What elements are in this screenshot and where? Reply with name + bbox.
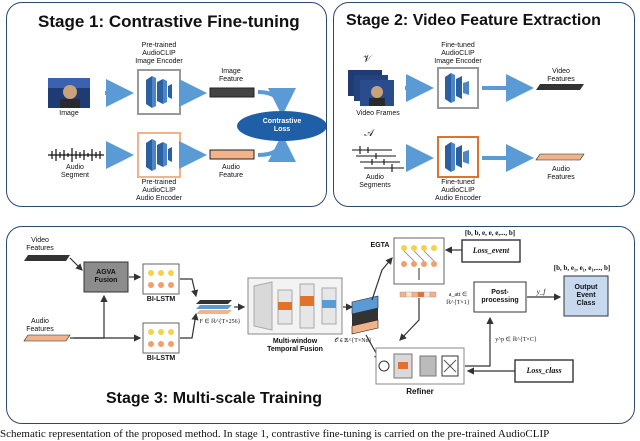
contrastive-loss-ellipse (237, 111, 327, 141)
yf-label: y_f (536, 288, 546, 296)
s3-video-features-label: Video Features (26, 237, 54, 252)
agva-fusion-label: AGVA Fusion (94, 269, 118, 284)
arrow-refiner-to-post (465, 316, 494, 367)
event-sequence-label: [b, b, e, e, e,..., b] (464, 229, 516, 237)
arrow-video-to-agva (69, 257, 83, 271)
bilstm-top-icon (142, 263, 180, 295)
post-processing-box (473, 281, 527, 313)
stage1-audio-segment-label: Audio Segment (60, 164, 90, 179)
stage2-audio-encoder-icon (437, 136, 479, 178)
s3-video-feature-bar (24, 255, 70, 261)
video-features-bar (536, 84, 584, 90)
stage1-audio-waveform (48, 148, 104, 162)
stage1-audio-feature-label: Audio Feature (218, 164, 244, 179)
stage1-image-thumbnail (48, 78, 90, 108)
stage1-image-encoder-label: Pre-trained AudioCLIP Image Encoder (135, 42, 183, 65)
bilstm-bottom-label: BI-LSTM (146, 355, 176, 362)
multi-window-temporal-fusion-box (247, 277, 343, 335)
attention-vector (399, 291, 437, 298)
stage1-panel (6, 2, 327, 207)
stage2-video-frames (348, 70, 394, 106)
refiner-label: Refiner (406, 387, 434, 396)
post-processing-label: Post- processing (481, 289, 519, 304)
loss-class-label: Loss_class (526, 366, 562, 375)
agva-fusion-box (83, 261, 129, 293)
stage2-panel (333, 2, 635, 207)
audio-features-bar (535, 153, 585, 161)
stage1-image-encoder-icon (137, 69, 181, 115)
stage2-audio-segments (352, 146, 404, 172)
arrow-att-to-refiner (399, 298, 420, 341)
stage1-audio-encoder-icon (137, 132, 181, 178)
arrow-o-to-egta (371, 257, 393, 301)
arrow-bilstm-bottom-to-f (180, 312, 199, 339)
stage2-video-frames-label: Video Frames (356, 110, 400, 117)
egta-module-box (393, 237, 445, 285)
loss-class-box (514, 359, 574, 383)
figure-caption: Schematic representation of the proposed… (0, 428, 550, 440)
bilstm-bottom-icon (142, 322, 180, 354)
arrow-bilstm-top-to-f (180, 278, 199, 298)
stage2-image-encoder-label: Fine-tuned AudioCLIP Image Encoder (434, 42, 482, 65)
arrow-image-feature-to-loss (257, 87, 296, 116)
stage1-image-label: Image (59, 110, 79, 117)
s3-audio-feature-bar (23, 334, 71, 342)
stage2-audio-segments-label: Audio Segments (359, 174, 391, 189)
s3-audio-features-label: Audio Features (26, 318, 54, 333)
bilstm-top-label: BI-LSTM (146, 296, 176, 303)
image-feature-bar (209, 87, 255, 98)
audio-feature-bar (209, 149, 255, 160)
loss-event-box (461, 239, 521, 263)
stage2-title: Stage 2: Video Feature Extraction (346, 12, 601, 29)
output-sequence-label: [b, b, e₁, e₁, e₁,..., b] (553, 264, 611, 272)
o-dim-label: 𝒪 ∈ ℝ^{T×Nd} (334, 338, 372, 344)
f-feature-stack (196, 300, 232, 314)
stage2-video-features-label: Video Features (547, 68, 575, 83)
loss-event-label: Loss_event (472, 246, 510, 255)
egta-label: EGTA (370, 242, 390, 249)
stage2-audio-encoder-label: Fine-tuned AudioCLIP Audio Encoder (435, 179, 481, 202)
stage2-v-symbol: 𝒱 (362, 54, 372, 65)
yp-dim-label: y^p ∈ ℝ^{T×C} (495, 337, 537, 343)
stage1-title: Stage 1: Contrastive Fine-tuning (38, 12, 300, 31)
output-event-class-box (563, 275, 609, 317)
stage3-panel (6, 226, 635, 424)
stage3-title: Stage 3: Multi-scale Training (106, 390, 323, 407)
stage2-a-symbol: 𝒜 (364, 128, 374, 139)
stage2-audio-features-label: Audio Features (547, 166, 575, 181)
stage1-contrastive-loss-label: Contrastive Loss (262, 118, 302, 133)
f-dim-label: F ∈ ℝ^{T×256} (199, 319, 241, 325)
output-event-class-label: Output Event Class (574, 284, 598, 307)
stage2-image-encoder-icon (437, 67, 479, 109)
o-feature-stack (351, 295, 379, 335)
att-dim-label: a_att ∈ ℝ^{T×1} (446, 292, 470, 306)
stage1-image-feature-label: Image Feature (218, 68, 244, 83)
refiner-module-box (375, 347, 465, 385)
multi-window-label: Multi-window Temporal Fusion (267, 338, 323, 353)
stage1-audio-encoder-label: Pre-trained AudioCLIP Audio Encoder (136, 179, 182, 202)
